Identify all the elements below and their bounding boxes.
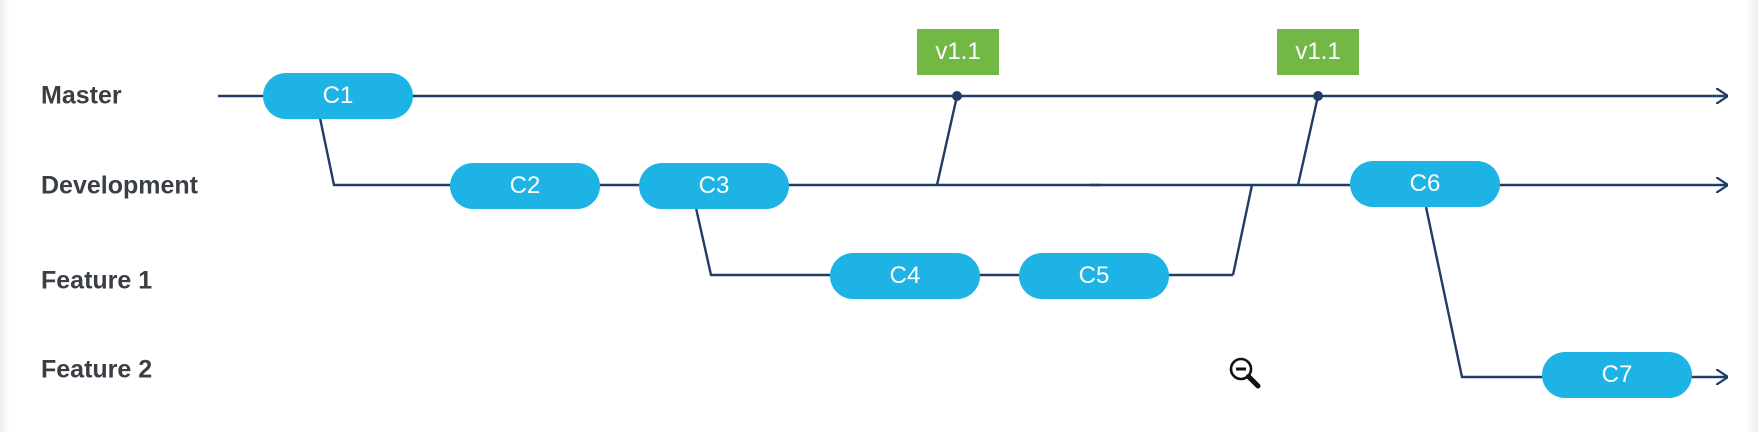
merge-development-to-master-2 [1296, 95, 1320, 186]
commit-c1[interactable]: C1 [263, 73, 413, 119]
lane-label-master: Master [41, 81, 122, 110]
right-edge-shade [1746, 0, 1758, 432]
merge-feature-1-to-development [1231, 184, 1254, 276]
tag-v1-1-second[interactable]: v1.1 [1277, 29, 1359, 75]
commit-c7[interactable]: C7 [1542, 352, 1692, 398]
commit-c4[interactable]: C4 [830, 253, 980, 299]
commit-c2[interactable]: C2 [450, 163, 600, 209]
lane-label-development: Development [41, 171, 198, 200]
commit-c6[interactable]: C6 [1350, 161, 1500, 207]
zoom-out-icon[interactable] [1227, 355, 1263, 391]
lane-label-feature-2: Feature 2 [41, 355, 153, 384]
commit-c3[interactable]: C3 [639, 163, 789, 209]
merge-point-2 [1313, 91, 1323, 101]
commit-c5[interactable]: C5 [1019, 253, 1169, 299]
lane-label-feature-1: Feature 1 [41, 266, 153, 295]
merge-development-to-master-1 [935, 95, 959, 186]
tag-v1-1-first[interactable]: v1.1 [917, 29, 999, 75]
merge-point-1 [952, 91, 962, 101]
left-edge-shade [0, 0, 10, 432]
branch-master-to-development [318, 117, 1100, 187]
